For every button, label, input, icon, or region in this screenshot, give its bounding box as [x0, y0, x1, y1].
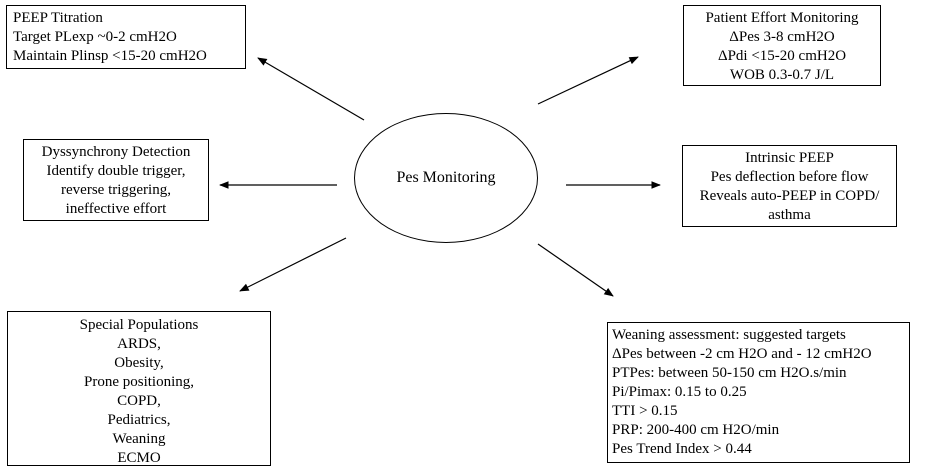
weaning-title: Weaning assessment: suggested targets: [612, 327, 846, 343]
intrinsic-peep-line: Pes deflection before flow: [710, 169, 869, 185]
weaning-line: Pes Trend Index > 0.44: [612, 441, 752, 457]
patient-effort-line: ΔPdi <15-20 cmH2O: [717, 48, 847, 64]
patient-effort-title: Patient Effort Monitoring: [705, 10, 859, 26]
patient-effort-line: WOB 0.3-0.7 J/L: [729, 67, 835, 83]
special-populations-item: ARDS,: [117, 336, 161, 352]
weaning-line: Pi/Pimax: 0.15 to 0.25: [612, 384, 747, 400]
special-populations-item: Pediatrics,: [107, 412, 171, 428]
arrow-to-peep-titration: [257, 57, 365, 121]
special-populations-item: COPD,: [117, 393, 161, 409]
special-populations-item: Obesity,: [114, 355, 164, 371]
arrow-to-patient-effort: [537, 56, 639, 105]
special-populations-item: Weaning: [112, 431, 166, 447]
intrinsic-peep-title: Intrinsic PEEP: [745, 150, 834, 166]
dyssynchrony-detection-box: Dyssynchrony Detection Identify double t…: [23, 139, 209, 221]
dyssynchrony-title: Dyssynchrony Detection: [41, 144, 191, 160]
peep-titration-line: Maintain Plinsp <15-20 cmH2O: [13, 48, 207, 64]
intrinsic-peep-line: Reveals auto-PEEP in COPD/: [699, 188, 880, 204]
weaning-assessment-box: Weaning assessment: suggested targets ΔP…: [607, 322, 910, 463]
patient-effort-line: ΔPes 3-8 cmH2O: [729, 29, 835, 45]
arrow-to-weaning: [537, 243, 614, 297]
weaning-line: ΔPes between -2 cm H2O and - 12 cmH2O: [612, 346, 872, 362]
pes-monitoring-node: Pes Monitoring: [354, 113, 538, 243]
special-populations-title: Special Populations: [79, 317, 199, 333]
special-populations-item: Prone positioning,: [83, 374, 194, 390]
peep-titration-line: Target PLexp ~0-2 cmH2O: [13, 29, 177, 45]
dyssynchrony-line: Identify double trigger,: [46, 163, 186, 179]
weaning-line: PRP: 200-400 cm H2O/min: [612, 422, 780, 438]
special-populations-item: ECMO: [117, 450, 161, 466]
intrinsic-peep-line: asthma: [768, 207, 811, 223]
weaning-line: TTI > 0.15: [612, 403, 678, 419]
dyssynchrony-line: ineffective effort: [65, 201, 167, 217]
arrow-to-special-populations: [239, 237, 347, 292]
dyssynchrony-line: reverse triggering,: [61, 182, 171, 198]
peep-titration-title: PEEP Titration: [13, 10, 103, 26]
peep-titration-box: PEEP Titration Target PLexp ~0-2 cmH2O M…: [6, 5, 246, 69]
pes-monitoring-label: Pes Monitoring: [396, 169, 496, 186]
special-populations-box: Special Populations ARDS, Obesity, Prone…: [7, 311, 271, 466]
intrinsic-peep-box: Intrinsic PEEP Pes deflection before flo…: [682, 145, 897, 227]
patient-effort-box: Patient Effort Monitoring ΔPes 3-8 cmH2O…: [683, 5, 881, 86]
weaning-line: PTPes: between 50-150 cm H2O.s/min: [612, 365, 847, 381]
